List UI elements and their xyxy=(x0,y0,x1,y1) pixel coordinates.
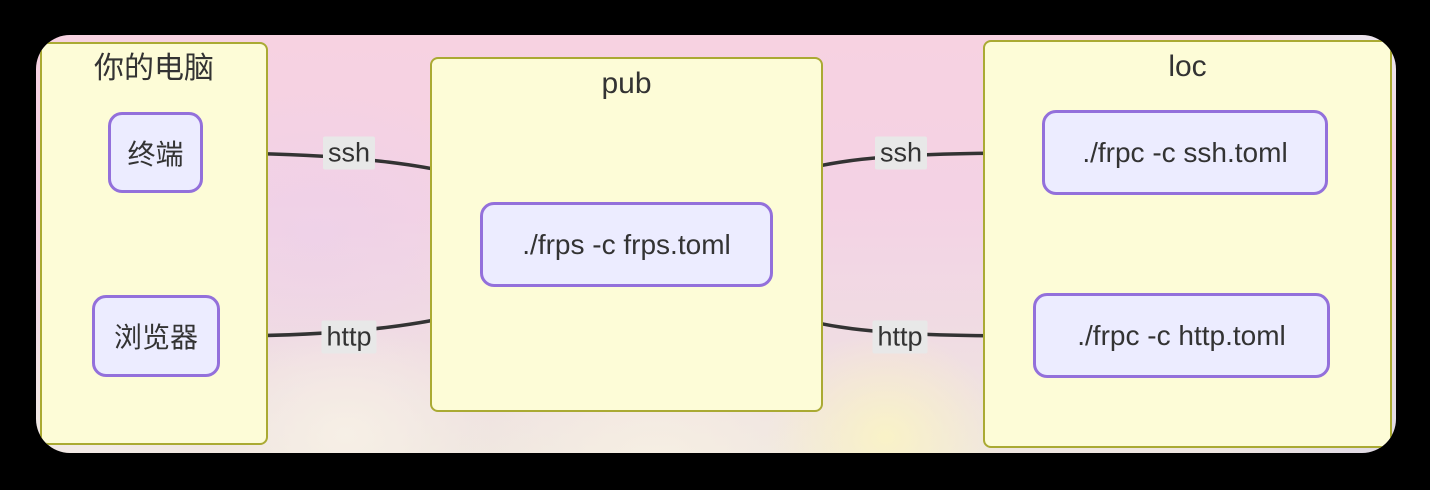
edge-label-ssh-left: ssh xyxy=(322,136,376,170)
edge-label-http-right: http xyxy=(872,320,928,354)
edge-label-ssh-right: ssh xyxy=(874,136,928,170)
group-loc: loc xyxy=(983,40,1392,448)
group-title-loc: loc xyxy=(1168,50,1207,83)
node-browser-label: 浏览器 xyxy=(113,322,198,353)
node-terminal-label: 终端 xyxy=(127,138,184,170)
node-terminal: 终端 xyxy=(108,112,203,193)
group-your-computer: 你的电脑 xyxy=(40,42,268,445)
node-frpc-http-label: ./frpc -c http.toml xyxy=(1077,319,1286,351)
node-frps-label: ./frps -c frps.toml xyxy=(522,228,731,260)
node-browser: 浏览器 xyxy=(92,295,220,377)
edge-label-http-left: http xyxy=(321,320,377,354)
group-title-your-computer: 你的电脑 xyxy=(94,52,214,85)
node-frpc-ssh-label: ./frpc -c ssh.toml xyxy=(1082,136,1288,168)
group-title-pub: pub xyxy=(601,67,652,100)
node-frps-command: ./frps -c frps.toml xyxy=(480,202,773,287)
node-frpc-ssh-command: ./frpc -c ssh.toml xyxy=(1042,110,1328,195)
node-frpc-http-command: ./frpc -c http.toml xyxy=(1033,293,1330,378)
diagram-window: 你的电脑 pub loc 终端 浏览器 ./frps -c frps.toml … xyxy=(36,35,1396,453)
